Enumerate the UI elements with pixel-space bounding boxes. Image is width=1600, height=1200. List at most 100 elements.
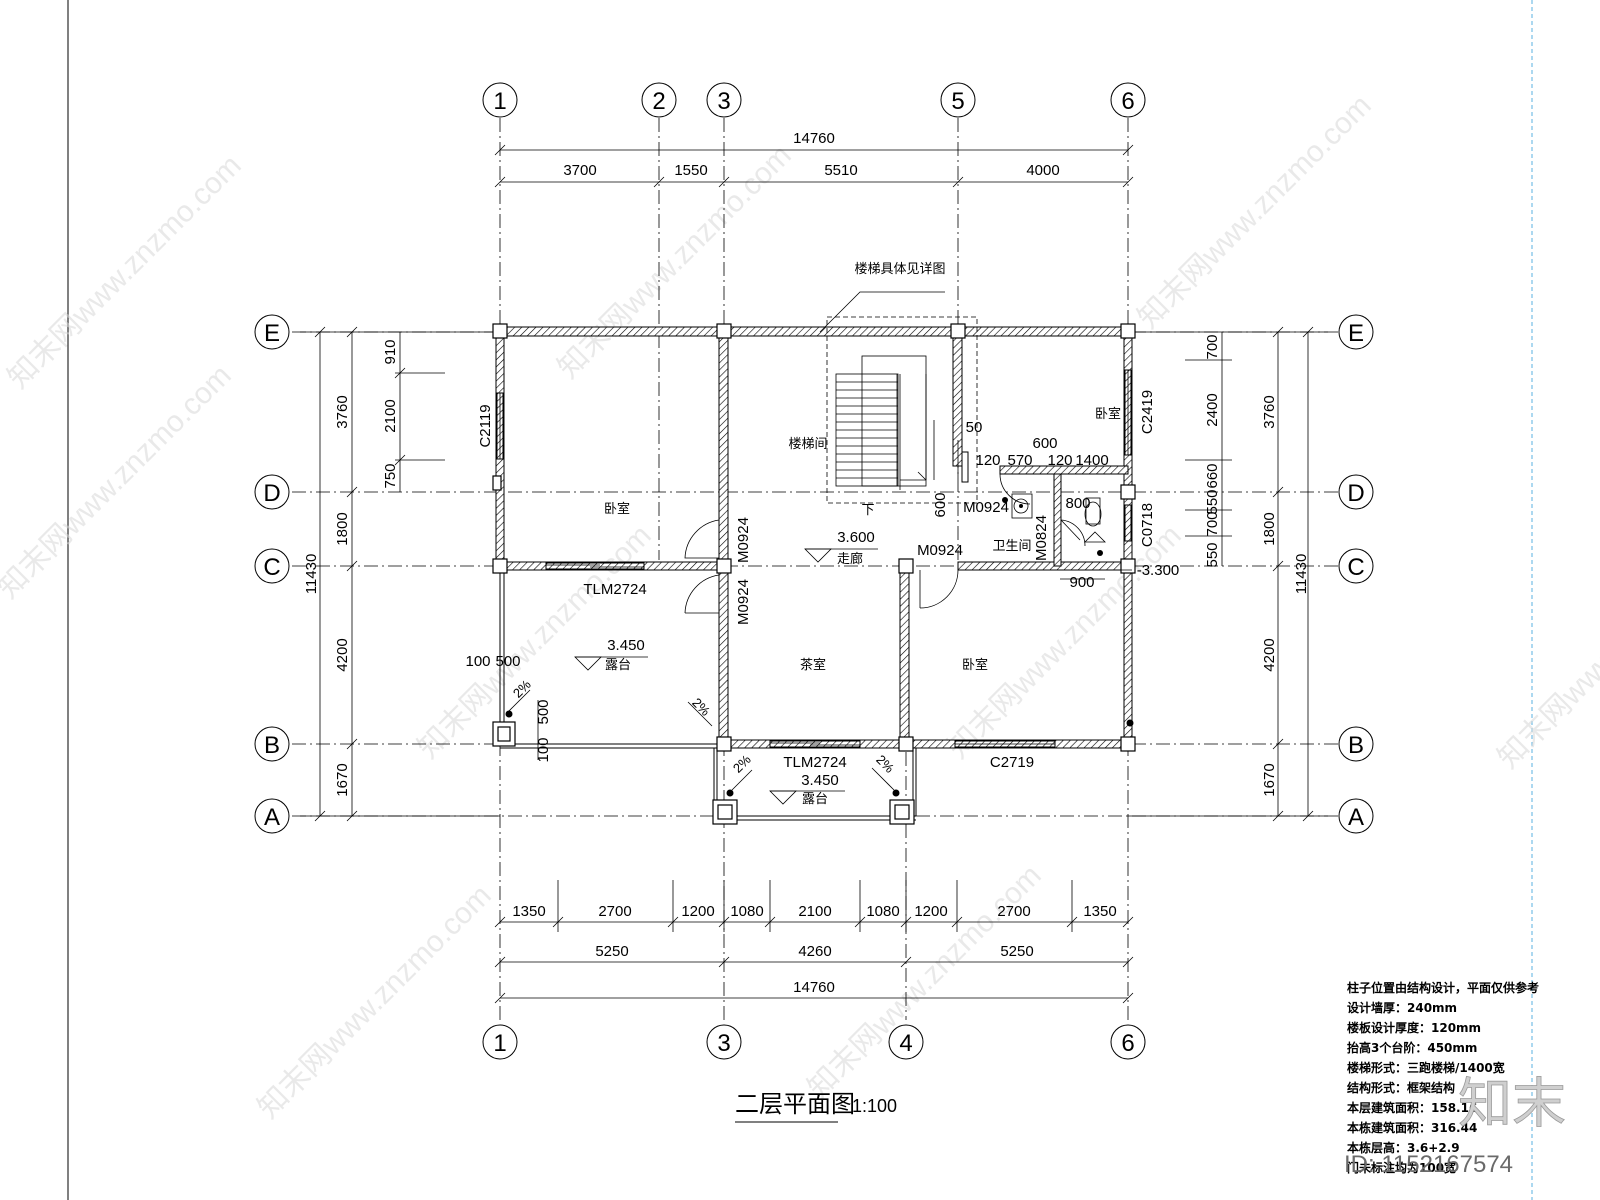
windows	[496, 369, 1132, 748]
svg-text:4200: 4200	[1261, 638, 1278, 671]
svg-text:1350: 1350	[1083, 903, 1116, 920]
window-label-c2719: C2719	[990, 754, 1034, 771]
svg-text:6: 6	[1121, 88, 1134, 115]
brand-overlay: 知末 ID: 1152167574	[1344, 1074, 1566, 1178]
dim-label: 500	[495, 653, 520, 670]
room-label-bedroom-ne: 卧室	[1095, 406, 1121, 421]
svg-text:14760: 14760	[793, 979, 835, 996]
svg-text:2100: 2100	[798, 903, 831, 920]
svg-text:2700: 2700	[997, 903, 1030, 920]
svg-text:E: E	[1348, 320, 1364, 347]
design-notes: 柱子位置由结构设计，平面仅供参考 设计墙厚：240mm 楼板设计厚度：120mm…	[1347, 980, 1539, 1175]
slope-label: 2%	[689, 695, 713, 719]
svg-text:550: 550	[1204, 489, 1221, 514]
drawing-title: 二层平面图	[735, 1091, 855, 1118]
dim-label: 500	[535, 699, 552, 724]
axis-bubbles: 1 2 3 5 6 1 3 4 6 E D C B A E D C B A	[254, 82, 1374, 1060]
drawing-title-block: 二层平面图 1:100	[735, 1091, 897, 1123]
left-dimensions: 11430 3760 1800 4200 1670 910 2100 750	[300, 326, 500, 822]
svg-text:4: 4	[899, 1030, 912, 1057]
room-label-bedroom-nw: 卧室	[604, 501, 630, 516]
svg-text:3: 3	[717, 1030, 730, 1057]
note-line: 本栋层高：3.6+2.9	[1347, 1140, 1460, 1155]
axis-bubble-bottom-4: 4	[888, 1024, 924, 1060]
stair	[819, 291, 978, 504]
axis-bubble-bottom-1: 1	[482, 1024, 518, 1060]
door-label-tlm2724-w: TLM2724	[583, 581, 646, 598]
svg-text:1200: 1200	[681, 903, 714, 920]
bathroom-fixtures	[1002, 493, 1106, 556]
doors	[545, 473, 1086, 748]
watermark: 知末网www.znzmo.com	[0, 359, 238, 605]
elevation-corridor: 3.600	[837, 529, 875, 546]
axis-bubble-top-5: 5	[940, 82, 976, 118]
window-label-c2119: C2119	[477, 404, 494, 447]
note-line: 结构形式：框架结构	[1347, 1080, 1455, 1095]
dim-label: 120	[1047, 452, 1072, 469]
top-dimensions: 14760 3700 1550 5510 4000	[494, 130, 1134, 188]
brand-logo: 知末	[1458, 1074, 1566, 1134]
window-label-c2419: C2419	[1139, 390, 1156, 434]
axis-bubble-right-B: B	[1338, 726, 1374, 762]
svg-text:B: B	[264, 732, 280, 759]
dim-label: 600	[932, 492, 949, 517]
dim-label: 100	[465, 653, 490, 670]
svg-text:2700: 2700	[598, 903, 631, 920]
axis-bubble-left-B: B	[254, 726, 290, 762]
svg-text:3700: 3700	[563, 162, 596, 179]
note-line: 本层建筑面积：158.16	[1347, 1100, 1477, 1115]
axis-bubble-top-1: 1	[482, 82, 518, 118]
door-label-tlm2724-s: TLM2724	[783, 754, 846, 771]
dim-label: 900	[1069, 574, 1094, 591]
room-label-tea: 茶室	[800, 657, 826, 672]
note-line: 门未标注均为100宽	[1347, 1160, 1456, 1175]
axis-bubble-bottom-6: 6	[1110, 1024, 1146, 1060]
svg-text:11430: 11430	[1293, 554, 1310, 595]
svg-text:14760: 14760	[793, 130, 835, 147]
room-label-terrace-w: 露台	[605, 657, 631, 672]
watermark: 知末网www.znzmo.com	[942, 519, 1188, 765]
axis-bubble-left-A: A	[254, 798, 290, 834]
room-label-corridor: 走廊	[837, 551, 863, 566]
svg-text:4000: 4000	[1026, 162, 1059, 179]
stair-note: 楼梯具体见详图	[854, 261, 945, 276]
axis-bubble-top-6: 6	[1110, 82, 1146, 118]
dim-label: 50	[966, 419, 983, 436]
note-line: 柱子位置由结构设计，平面仅供参考	[1347, 980, 1539, 995]
svg-text:C: C	[263, 554, 280, 581]
room-label-terrace-s: 露台	[802, 791, 828, 806]
door-label-m0824: M0824	[1033, 515, 1050, 561]
axis-bubble-left-E: E	[254, 314, 290, 350]
svg-text:1080: 1080	[866, 903, 899, 920]
door-label-m0924-a: M0924	[735, 517, 752, 563]
dim-label: 100	[535, 737, 552, 762]
svg-text:D: D	[263, 480, 280, 507]
note-line: 设计墙厚：240mm	[1347, 1000, 1457, 1015]
svg-text:C: C	[1347, 554, 1364, 581]
drawing-frame	[67, 0, 1533, 1200]
watermark: 知末网www.znzmo.com	[1492, 529, 1600, 775]
watermark: 知末网www.znzmo.com	[2, 149, 248, 395]
id-label: ID: 1152167574	[1344, 1151, 1513, 1178]
svg-text:6: 6	[1121, 1030, 1134, 1057]
svg-text:E: E	[264, 320, 280, 347]
axis-lines	[292, 118, 1338, 1020]
svg-text:700: 700	[1204, 511, 1221, 536]
stair-down-label: 下	[861, 502, 874, 517]
dim-label: 800	[1065, 495, 1090, 512]
window-label-c0718: C0718	[1139, 503, 1156, 547]
axis-bubble-right-A: A	[1338, 798, 1374, 834]
room-label-bedroom-se: 卧室	[962, 657, 988, 672]
axis-bubble-left-C: C	[254, 548, 290, 584]
watermark: 知末网www.znzmo.com	[802, 859, 1048, 1105]
columns	[492, 323, 1136, 825]
svg-text:1200: 1200	[914, 903, 947, 920]
right-dimensions: 11430 3760 1800 4200 1670 700 2400 660 5…	[1128, 326, 1328, 822]
svg-text:5510: 5510	[824, 162, 857, 179]
note-line: 抬高3个台阶：450mm	[1347, 1040, 1477, 1055]
axis-bubble-top-2: 2	[641, 82, 677, 118]
svg-text:1670: 1670	[334, 763, 351, 796]
svg-text:2100: 2100	[382, 399, 399, 432]
watermark-layer: 知末网www.znzmo.com 知末网www.znzmo.com 知末网www…	[0, 89, 1600, 1125]
note-line: 楼板设计厚度：120mm	[1347, 1020, 1481, 1035]
